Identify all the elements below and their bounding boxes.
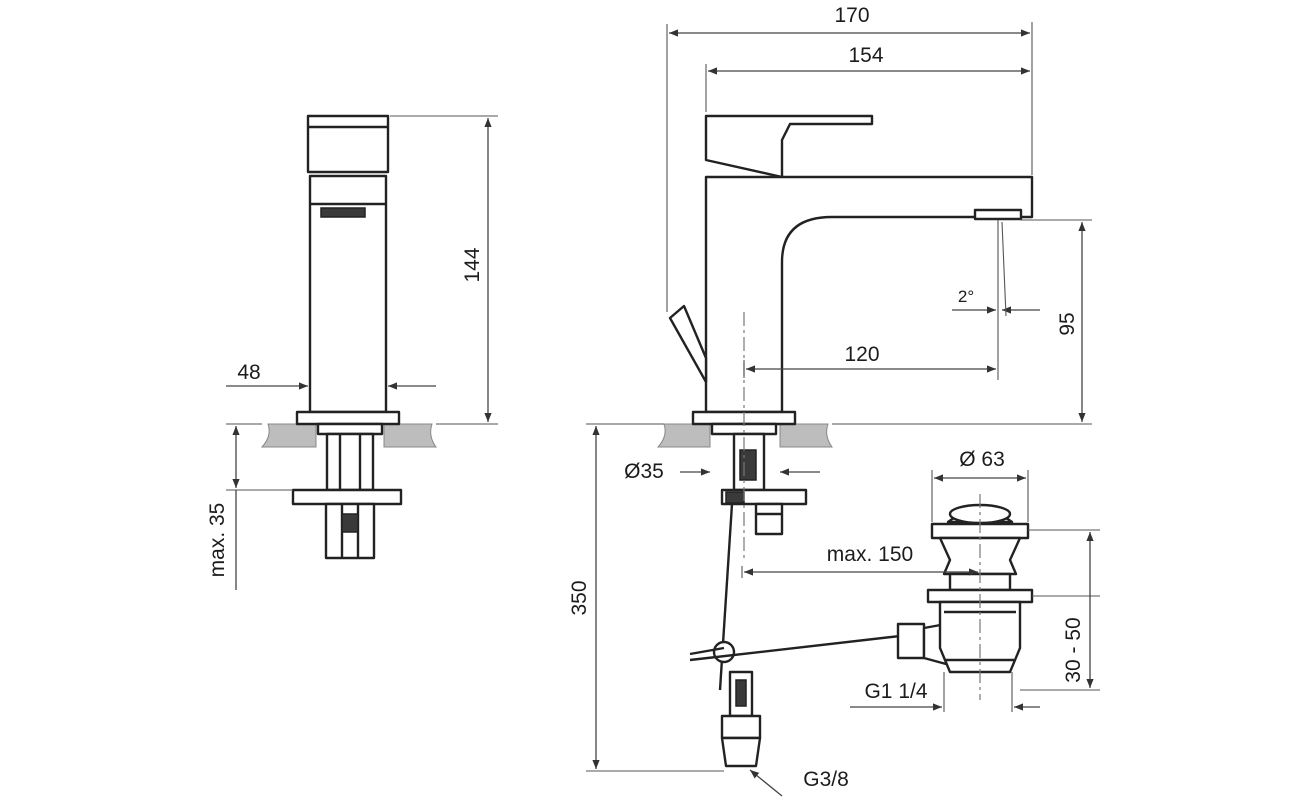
side-stud xyxy=(325,432,375,492)
front-countertop-left xyxy=(656,423,711,448)
label-max-counter: max. 35 xyxy=(206,503,229,578)
leader-supply-thread xyxy=(749,769,783,797)
side-fixing-plate xyxy=(291,488,403,506)
label-supply-thread: G3/8 xyxy=(803,768,849,791)
label-spout-length: 154 xyxy=(848,44,883,67)
label-waste-depth: 30 - 50 xyxy=(1062,617,1085,682)
label-reach: 120 xyxy=(844,343,879,366)
label-body-height: 144 xyxy=(461,247,484,282)
front-view: 170 154 95 120 2° Ø35 Ø 63 max. 150 350 … xyxy=(568,4,1100,797)
front-lever xyxy=(704,114,874,179)
label-waste-thread: G1 1/4 xyxy=(864,680,927,703)
label-max-rod-distance: max. 150 xyxy=(827,543,913,566)
side-view: 144 48 max. 35 xyxy=(206,114,498,590)
side-base xyxy=(295,410,401,426)
popup-rod xyxy=(668,304,708,384)
countertop-left xyxy=(260,423,317,448)
label-spout-angle: 2° xyxy=(958,287,974,306)
front-outlet xyxy=(973,208,1023,221)
front-spout-body xyxy=(704,175,1034,414)
label-hole-diameter: Ø35 xyxy=(624,460,664,483)
label-supply-length: 350 xyxy=(568,580,591,615)
label-body-width: 48 xyxy=(237,361,260,384)
countertop-right xyxy=(383,423,437,448)
rod-clamp xyxy=(712,640,736,664)
front-countertop-right xyxy=(779,423,833,448)
side-aerator xyxy=(320,207,366,218)
supply-nut xyxy=(720,714,762,740)
waste-assembly xyxy=(926,494,1034,700)
label-waste-diameter: Ø 63 xyxy=(959,448,1005,471)
label-overall-length: 170 xyxy=(834,4,869,27)
label-spout-height: 95 xyxy=(1056,312,1079,335)
side-lever xyxy=(306,114,390,174)
